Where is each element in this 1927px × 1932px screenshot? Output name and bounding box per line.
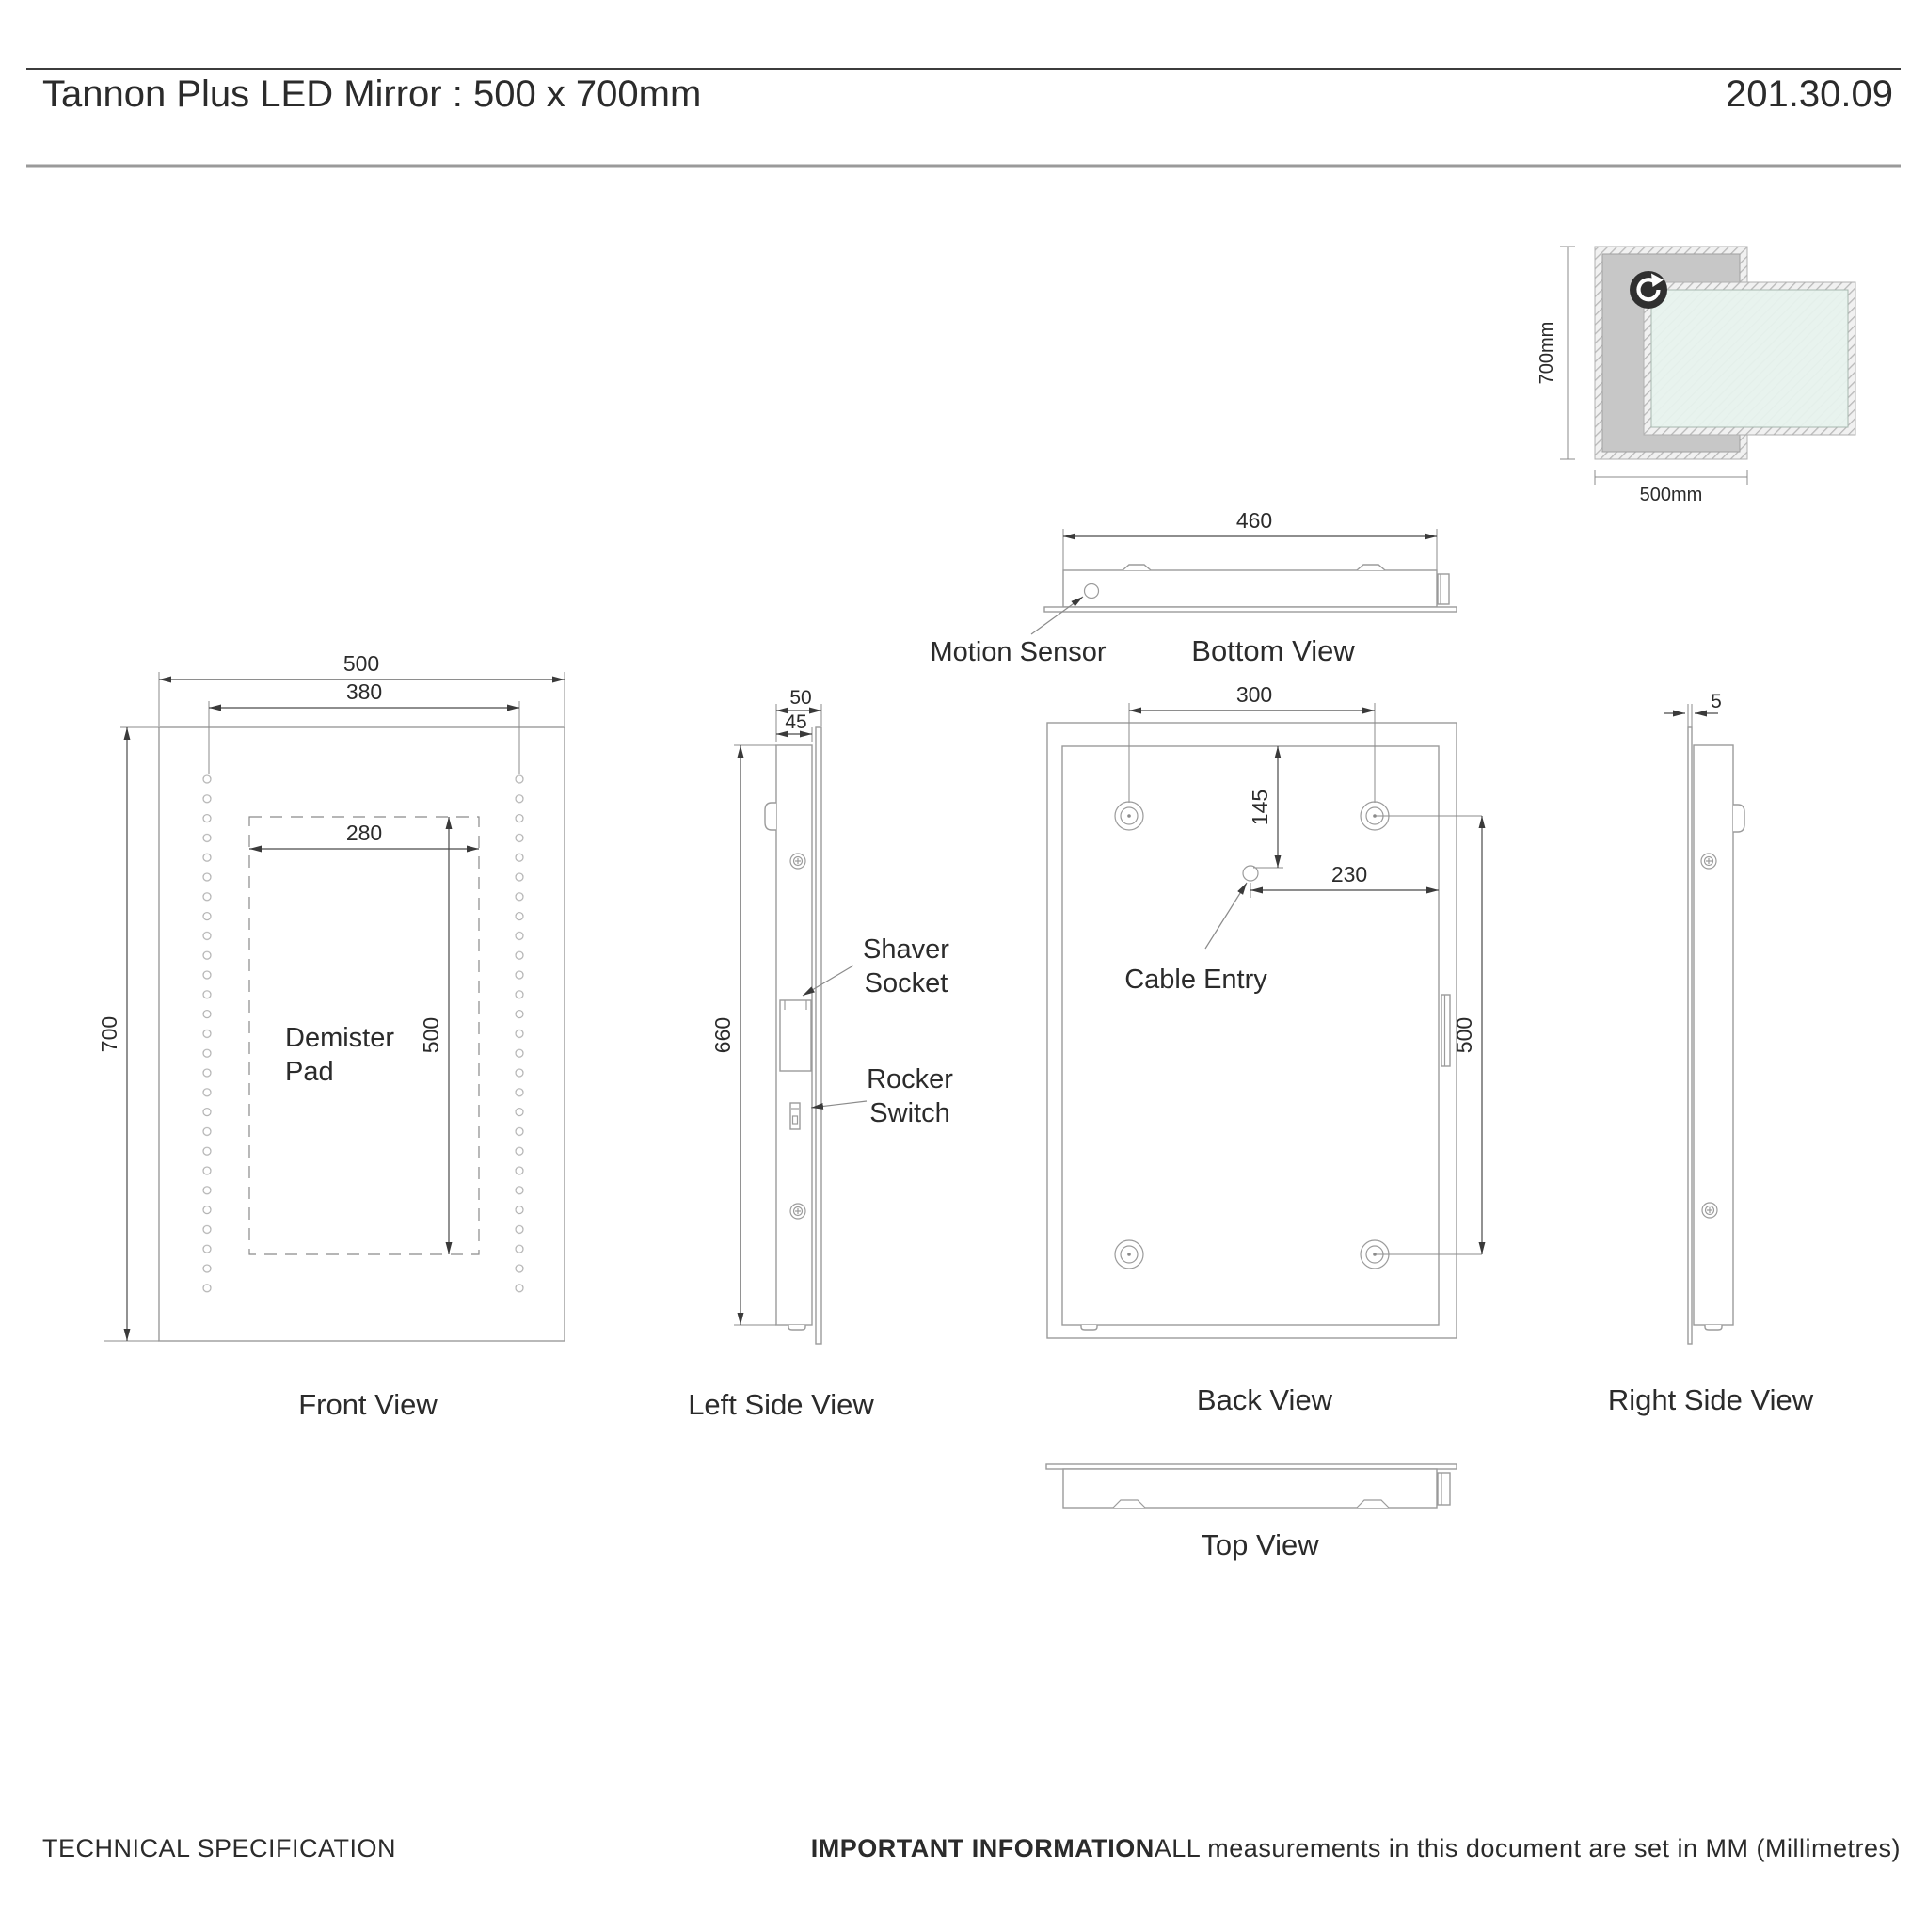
thumb-height-label: 700mm	[1537, 322, 1557, 385]
back-hole-span-dim: 300	[1236, 682, 1272, 707]
front-width-dim: 500	[343, 651, 379, 676]
back-cable-h-dim: 230	[1331, 862, 1367, 886]
rocker-switch-label-line2: Switch	[869, 1098, 949, 1128]
left-depth-dim: 50	[789, 687, 811, 709]
landscape-mirror-glass	[1650, 289, 1849, 428]
shaver-socket-leader	[802, 965, 854, 997]
top-notch-right	[1356, 1499, 1390, 1509]
front-height-dim: 700	[97, 1016, 121, 1052]
left-height-dim: 660	[710, 1017, 735, 1053]
bottom-width-dim: 460	[1236, 508, 1272, 533]
rotate-clockwise-icon	[1630, 271, 1667, 309]
right-side-lug	[1733, 804, 1745, 833]
led-dot-column-right	[515, 774, 524, 1293]
right-bottom-tab	[1704, 1325, 1723, 1331]
view-left-side: 50 45 660 Shaver Socket Rocker Swit	[688, 687, 953, 1421]
bottom-clip-right	[1356, 564, 1386, 571]
back-hole-height-dim: 500	[1452, 1017, 1476, 1053]
top-view-caption: Top View	[1201, 1528, 1319, 1561]
left-bottom-tab	[788, 1325, 806, 1331]
rocker-switch-label-line1: Rocker	[867, 1064, 953, 1094]
top-end-cap	[1437, 1472, 1451, 1506]
back-view-caption: Back View	[1197, 1383, 1333, 1416]
front-led-width-dim: 380	[346, 679, 382, 704]
back-hanging-bracket	[1441, 994, 1451, 1067]
led-dot-column-left	[202, 774, 212, 1293]
back-cable-v-dim: 145	[1248, 790, 1272, 825]
right-screw-top	[1700, 853, 1717, 870]
left-side-lug	[764, 802, 776, 831]
footer-important-note: IMPORTANT INFORMATIONALL measurements in…	[811, 1834, 1901, 1862]
motion-sensor-leader	[1030, 596, 1084, 635]
bottom-body	[1062, 569, 1438, 608]
shaver-socket	[779, 999, 812, 1072]
keyhole-bottom-left	[1114, 1239, 1144, 1269]
orientation-thumbnail: 700mm 500mm	[1537, 246, 1856, 505]
demister-pad-outline	[248, 816, 480, 1255]
motion-sensor-hole	[1083, 583, 1100, 599]
cable-entry-label: Cable Entry	[1124, 965, 1267, 995]
demister-pad-label-line2: Pad	[285, 1057, 334, 1087]
left-glass	[815, 726, 822, 1345]
bottom-view-caption: Bottom View	[1191, 634, 1355, 667]
bottom-glass-edge	[1043, 606, 1457, 613]
header: Tannon Plus LED Mirror : 500 x 700mm 201…	[26, 68, 1901, 168]
footer-important-rest: ALL measurements in this document are se…	[1155, 1834, 1901, 1862]
bottom-clip-left	[1122, 564, 1152, 571]
shaver-socket-label-line2: Socket	[865, 968, 948, 998]
left-screw-top	[789, 853, 806, 870]
cable-entry-hole	[1242, 865, 1259, 882]
keyhole-top-left	[1114, 801, 1144, 831]
view-front: 500 380 700 280 500 Demister Pad Front V…	[97, 651, 565, 1421]
back-bottom-tab	[1080, 1325, 1098, 1331]
page-title: Tannon Plus LED Mirror : 500 x 700mm	[42, 73, 701, 115]
shaver-socket-label-line1: Shaver	[863, 934, 949, 965]
top-notch-left	[1112, 1499, 1146, 1509]
view-right-side: 5 Right Side View	[1608, 691, 1814, 1416]
left-screw-bottom	[789, 1203, 806, 1220]
back-inner-panel	[1061, 745, 1440, 1326]
left-side-view-caption: Left Side View	[688, 1388, 874, 1421]
right-side-view-caption: Right Side View	[1608, 1383, 1814, 1416]
right-body	[1693, 744, 1734, 1326]
pad-width-dim: 280	[346, 821, 382, 845]
demister-pad-label-line1: Demister	[285, 1023, 394, 1053]
view-top: Top View	[1045, 1463, 1457, 1561]
front-view-caption: Front View	[298, 1388, 438, 1421]
left-body-depth-dim: 45	[785, 711, 806, 733]
doc-number: 201.30.09	[1726, 73, 1893, 115]
bottom-end-cap	[1437, 573, 1450, 605]
view-back: 300 145 230 Cable Entry 500	[1046, 682, 1486, 1416]
pad-height-dim: 500	[419, 1017, 443, 1053]
motion-sensor-label: Motion Sensor	[931, 637, 1107, 667]
right-glass	[1687, 726, 1693, 1345]
footer-left-label: TECHNICAL SPECIFICATION	[42, 1834, 396, 1862]
right-glass-dim: 5	[1711, 691, 1722, 712]
thumb-width-label: 500mm	[1640, 485, 1703, 505]
top-glass-edge	[1045, 1463, 1457, 1470]
right-screw-bottom	[1701, 1202, 1718, 1219]
front-outline	[158, 726, 565, 1342]
footer: TECHNICAL SPECIFICATION IMPORTANT INFORM…	[42, 1834, 1901, 1862]
footer-important-bold: IMPORTANT INFORMATION	[811, 1834, 1155, 1862]
rocker-switch-leader	[810, 1100, 868, 1110]
cable-entry-leader	[1204, 882, 1248, 950]
view-bottom: 460 Motion Sensor Bottom View	[931, 508, 1457, 667]
